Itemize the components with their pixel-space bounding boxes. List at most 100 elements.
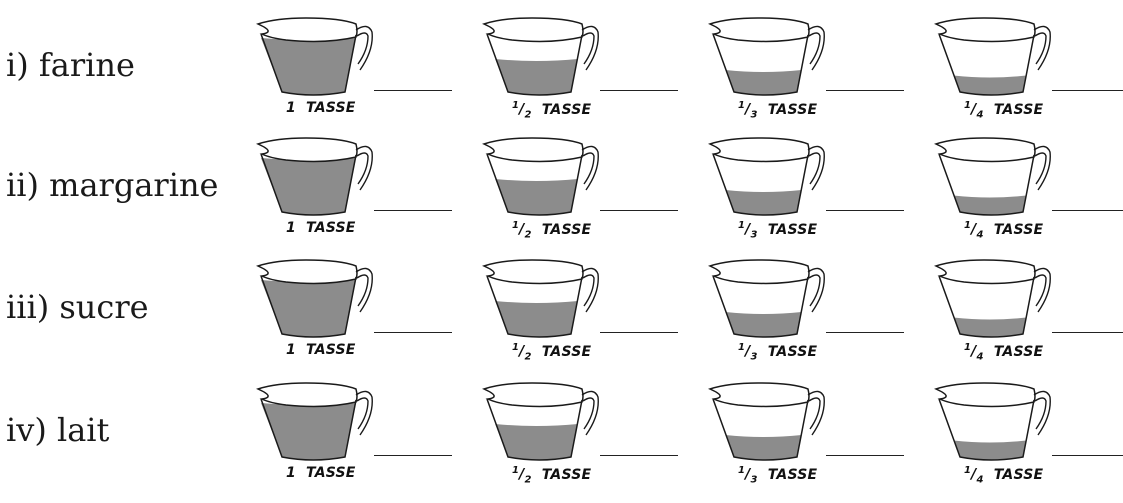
answer-blank[interactable] bbox=[600, 210, 678, 211]
fraction-slash: / bbox=[971, 101, 977, 118]
caption-whole: 1 bbox=[286, 220, 296, 236]
caption-unit: TASSE bbox=[300, 342, 356, 358]
cup-caption: 1 TASSE bbox=[286, 465, 356, 481]
answer-blank[interactable] bbox=[600, 332, 678, 333]
answer-blank[interactable] bbox=[600, 455, 678, 456]
fraction-slash: / bbox=[745, 101, 751, 118]
cup-liquid bbox=[725, 312, 802, 337]
cup-caption: 1/2 TASSE bbox=[512, 220, 591, 240]
caption-whole: 1 bbox=[286, 342, 296, 358]
fraction-slash: / bbox=[519, 466, 525, 483]
answer-blank[interactable] bbox=[374, 210, 452, 211]
measuring-cup-icon bbox=[256, 382, 373, 461]
cup-caption: 1/3 TASSE bbox=[738, 342, 817, 362]
measuring-cup: 1/3 TASSE bbox=[708, 375, 826, 485]
caption-unit: TASSE bbox=[988, 101, 1044, 118]
caption-unit: TASSE bbox=[762, 466, 818, 483]
caption-numerator: 1 bbox=[964, 342, 972, 353]
answer-blank[interactable] bbox=[1052, 455, 1123, 456]
caption-whole: 1 bbox=[286, 100, 296, 116]
answer-blank[interactable] bbox=[826, 455, 904, 456]
fraction-slash: / bbox=[519, 101, 525, 118]
caption-denominator: 4 bbox=[976, 351, 984, 363]
fraction-slash: / bbox=[745, 343, 751, 360]
measuring-cup-icon bbox=[934, 382, 1051, 461]
caption-unit: TASSE bbox=[536, 466, 592, 483]
caption-denominator: 3 bbox=[750, 474, 758, 486]
caption-numerator: 1 bbox=[738, 100, 746, 111]
measuring-cup: 1 TASSE bbox=[256, 375, 374, 481]
cup-liquid bbox=[725, 435, 802, 460]
caption-unit: TASSE bbox=[536, 101, 592, 118]
cup-liquid bbox=[953, 195, 1027, 215]
caption-denominator: 2 bbox=[524, 229, 532, 241]
answer-blank[interactable] bbox=[826, 210, 904, 211]
answer-blank[interactable] bbox=[1052, 210, 1123, 211]
caption-denominator: 2 bbox=[524, 351, 532, 363]
caption-unit: TASSE bbox=[300, 465, 356, 481]
cup-caption: 1/2 TASSE bbox=[512, 342, 591, 362]
fraction-slash: / bbox=[971, 343, 977, 360]
cup-caption: 1/2 TASSE bbox=[512, 465, 591, 485]
measuring-cup-icon bbox=[256, 137, 373, 216]
caption-denominator: 3 bbox=[750, 351, 758, 363]
measuring-cup: 1/3 TASSE bbox=[708, 130, 826, 240]
cup-liquid bbox=[495, 301, 578, 337]
caption-numerator: 1 bbox=[512, 220, 520, 231]
cup-caption: 1/2 TASSE bbox=[512, 100, 591, 120]
measuring-cup: 1/4 TASSE bbox=[934, 130, 1052, 240]
measuring-cup: 1/2 TASSE bbox=[482, 10, 600, 120]
caption-numerator: 1 bbox=[738, 220, 746, 231]
answer-blank[interactable] bbox=[374, 332, 452, 333]
cup-caption: 1 TASSE bbox=[286, 100, 356, 116]
caption-denominator: 3 bbox=[750, 229, 758, 241]
answer-blank[interactable] bbox=[826, 332, 904, 333]
measuring-cup-icon bbox=[482, 17, 599, 96]
measuring-cup-icon bbox=[256, 259, 373, 338]
caption-unit: TASSE bbox=[300, 100, 356, 116]
caption-unit: TASSE bbox=[536, 343, 592, 360]
cup-caption: 1/4 TASSE bbox=[964, 342, 1043, 362]
cup-liquid bbox=[495, 59, 578, 95]
fraction-slash: / bbox=[745, 466, 751, 483]
ingredient-label: i) farine bbox=[6, 46, 135, 84]
measuring-cup-icon bbox=[482, 137, 599, 216]
ingredient-label: iv) lait bbox=[6, 411, 110, 449]
measuring-cup-icon bbox=[708, 17, 825, 96]
fraction-slash: / bbox=[745, 221, 751, 238]
measuring-cup-icon bbox=[708, 382, 825, 461]
caption-numerator: 1 bbox=[512, 100, 520, 111]
fraction-slash: / bbox=[971, 221, 977, 238]
answer-blank[interactable] bbox=[374, 455, 452, 456]
answer-blank[interactable] bbox=[374, 90, 452, 91]
measuring-cup: 1/3 TASSE bbox=[708, 10, 826, 120]
cup-caption: 1/4 TASSE bbox=[964, 220, 1043, 240]
cup-liquid bbox=[261, 403, 356, 460]
cup-caption: 1/3 TASSE bbox=[738, 100, 817, 120]
measuring-cup: 1 TASSE bbox=[256, 130, 374, 236]
caption-unit: TASSE bbox=[762, 101, 818, 118]
caption-numerator: 1 bbox=[738, 465, 746, 476]
caption-unit: TASSE bbox=[762, 221, 818, 238]
caption-unit: TASSE bbox=[536, 221, 592, 238]
measuring-cup: 1/2 TASSE bbox=[482, 375, 600, 485]
answer-blank[interactable] bbox=[600, 90, 678, 91]
answer-blank[interactable] bbox=[826, 90, 904, 91]
caption-numerator: 1 bbox=[512, 342, 520, 353]
caption-denominator: 3 bbox=[750, 109, 758, 121]
measuring-cup: 1/2 TASSE bbox=[482, 252, 600, 362]
answer-blank[interactable] bbox=[1052, 332, 1123, 333]
measuring-cup-icon bbox=[482, 382, 599, 461]
caption-numerator: 1 bbox=[512, 465, 520, 476]
caption-denominator: 4 bbox=[976, 109, 984, 121]
caption-numerator: 1 bbox=[964, 220, 972, 231]
ingredient-label: iii) sucre bbox=[6, 288, 149, 326]
answer-blank[interactable] bbox=[1052, 90, 1123, 91]
caption-unit: TASSE bbox=[762, 343, 818, 360]
cup-liquid bbox=[261, 280, 356, 337]
cup-caption: 1/4 TASSE bbox=[964, 465, 1043, 485]
cup-caption: 1 TASSE bbox=[286, 220, 356, 236]
measuring-cup: 1/4 TASSE bbox=[934, 375, 1052, 485]
